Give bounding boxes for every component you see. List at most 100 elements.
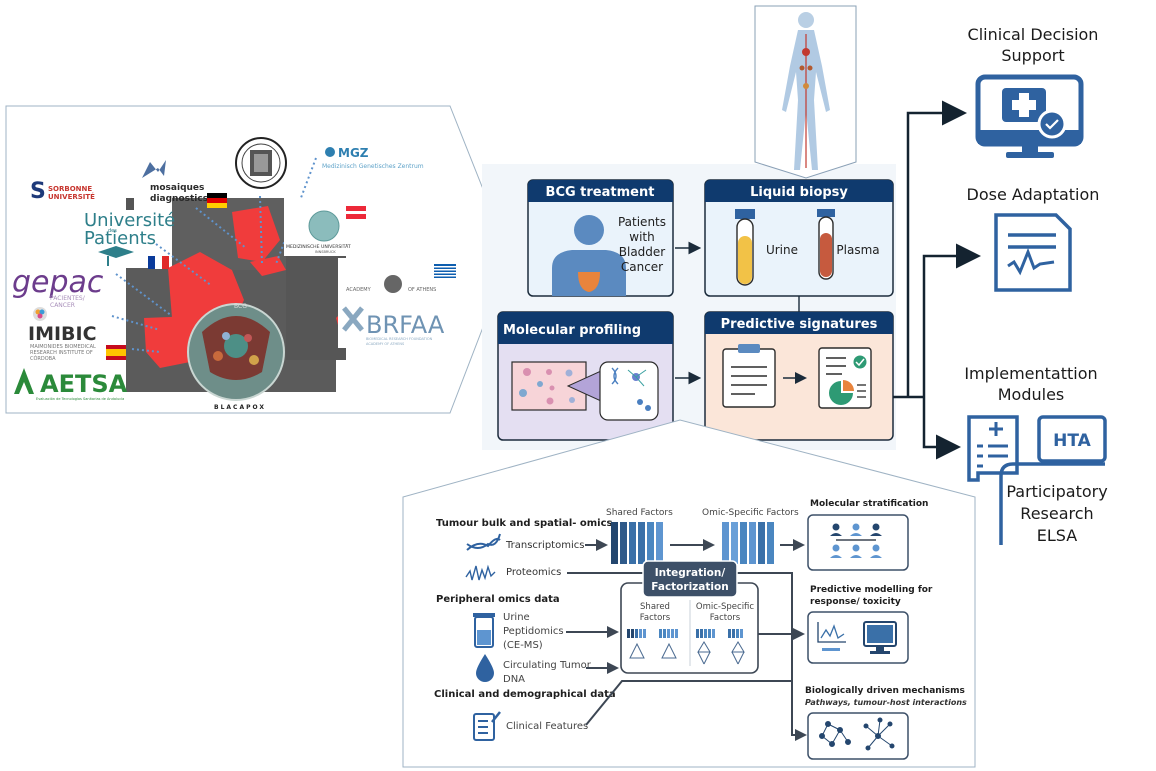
svg-text:Peptidomics: Peptidomics xyxy=(503,626,564,637)
liquid-biopsy-box: Liquid biopsy Urine Plasma xyxy=(704,179,894,297)
svg-text:MGZ: MGZ xyxy=(338,146,369,160)
waveform-icon xyxy=(465,564,496,581)
logo-academy-athens: ACADEMY OF ATHENS xyxy=(338,258,450,348)
cells-icon xyxy=(511,361,659,421)
svg-text:ACADEMY OF ATHENS: ACADEMY OF ATHENS xyxy=(366,342,405,346)
project-label: BLACAPOX xyxy=(214,404,266,411)
svg-text:Evaluación de Tecnologías Sani: Evaluación de Tecnologías Sanitarias de … xyxy=(36,397,124,401)
svg-text:diagnostics: diagnostics xyxy=(150,194,208,204)
svg-text:Dose Adaptation: Dose Adaptation xyxy=(967,185,1100,204)
participatory-bracket xyxy=(999,462,1105,545)
svg-text:Biologically driven mechanisms: Biologically driven mechanisms xyxy=(805,686,965,696)
svg-text:MAIMONIDES BIOMEDICAL: MAIMONIDES BIOMEDICAL xyxy=(30,344,96,350)
svg-text:Shared: Shared xyxy=(640,602,670,612)
logo-aetsa: AETSA Evaluación de Tecnologías Sanitari… xyxy=(14,368,128,401)
plasma-tube-icon xyxy=(817,209,835,280)
predictive-signatures-box: Predictive signatures xyxy=(704,311,894,441)
svg-text:Predictive signatures: Predictive signatures xyxy=(721,317,878,332)
bcg-treatment-box: BCG treatment Patients with Bladder Canc… xyxy=(527,179,674,297)
svg-text:PACIENTES/: PACIENTES/ xyxy=(50,295,86,302)
consortium-panel: BCG BLACAPOX S SORBONNE UNIVERSITÉ mosai… xyxy=(5,105,511,414)
logo-university-seal xyxy=(235,137,287,189)
checklist-form-icon xyxy=(967,415,1019,482)
svg-text:Omic-Specific: Omic-Specific xyxy=(696,602,754,612)
svg-text:mosaiques: mosaiques xyxy=(150,183,204,193)
logo-mosaiques: mosaiques diagnostics xyxy=(142,160,208,204)
svg-text:BRFAA: BRFAA xyxy=(366,311,445,339)
svg-text:Medizinisch Genetisches Zentru: Medizinisch Genetisches Zentrum xyxy=(322,163,424,170)
svg-text:Transcriptomics: Transcriptomics xyxy=(505,540,584,551)
predictive-modelling-box xyxy=(807,611,909,664)
svg-text:Urine: Urine xyxy=(766,243,798,257)
svg-text:Integration/: Integration/ xyxy=(655,567,726,579)
svg-text:Implementattion: Implementattion xyxy=(964,364,1097,383)
flag-france xyxy=(148,256,169,269)
bcg-map-label: BCG xyxy=(234,303,247,310)
svg-text:Support: Support xyxy=(1001,46,1064,65)
svg-text:UNIVERSITÉ: UNIVERSITÉ xyxy=(48,192,95,201)
svg-text:SORBONNE: SORBONNE xyxy=(48,185,92,193)
svg-text:des: des xyxy=(108,228,117,234)
logo-sorbonne: S SORBONNE UNIVERSITÉ xyxy=(30,179,95,204)
svg-text:INNSBRUCK: INNSBRUCK xyxy=(315,250,336,254)
biological-mechanisms-box xyxy=(807,712,909,760)
svg-text:CANCER: CANCER xyxy=(50,302,75,309)
integration-panel: Tumour bulk and spatial- omics Transcrip… xyxy=(402,419,976,768)
inner-network-icons xyxy=(629,641,745,665)
svg-text:IMIBIC: IMIBIC xyxy=(28,323,97,345)
flag-germany xyxy=(207,193,227,208)
svg-text:Proteomics: Proteomics xyxy=(506,567,561,578)
svg-text:ACADEMY: ACADEMY xyxy=(346,287,372,293)
omic-specific-factors-bars xyxy=(722,522,774,564)
svg-text:Shared Factors: Shared Factors xyxy=(606,508,673,518)
tumour-omics-header: Tumour bulk and spatial- omics xyxy=(436,518,613,529)
svg-text:AETSA: AETSA xyxy=(40,370,128,398)
svg-text:Modules: Modules xyxy=(998,385,1065,404)
svg-text:Participatory: Participatory xyxy=(1006,482,1107,501)
dose-adaptation: Dose Adaptation xyxy=(967,185,1100,292)
molecular-stratification-box xyxy=(807,514,909,571)
svg-text:Circulating Tumor: Circulating Tumor xyxy=(503,660,592,671)
svg-text:HTA: HTA xyxy=(1053,431,1092,451)
svg-text:OF ATHENS: OF ATHENS xyxy=(408,287,436,293)
svg-text:Omic-Specific Factors: Omic-Specific Factors xyxy=(702,508,799,518)
urine-cup-icon xyxy=(473,613,495,648)
clinical-decision-support: Clinical Decision Support xyxy=(968,25,1098,158)
flag-spain xyxy=(106,345,126,360)
svg-text:Molecular stratification: Molecular stratification xyxy=(810,499,928,509)
svg-text:BCG treatment: BCG treatment xyxy=(546,185,655,200)
svg-text:Plasma: Plasma xyxy=(836,243,879,257)
svg-text:Bladder: Bladder xyxy=(619,245,666,259)
integration-label-box xyxy=(642,560,738,598)
clinical-data-header: Clinical and demographical data xyxy=(434,689,616,700)
report-chart-icon xyxy=(818,347,872,409)
svg-text:response/ toxicity: response/ toxicity xyxy=(810,597,901,607)
svg-text:(CE-MS): (CE-MS) xyxy=(503,640,543,651)
hta-box: HTA xyxy=(1037,415,1107,463)
patient-icon xyxy=(552,215,626,296)
human-body-illustration xyxy=(754,5,857,179)
svg-text:Université: Université xyxy=(84,210,175,231)
document-waveform-icon xyxy=(994,213,1072,292)
clinical-form-icon xyxy=(473,711,501,741)
flag-austria xyxy=(346,206,366,219)
implementation-modules: Implementattion Modules HTA Participator… xyxy=(964,364,1108,545)
svg-text:Patients: Patients xyxy=(618,215,666,229)
svg-text:Predictive modelling for: Predictive modelling for xyxy=(810,585,933,595)
svg-text:Liquid biopsy: Liquid biopsy xyxy=(750,185,848,200)
svg-text:MEDIZINISCHE UNIVERSITÄT: MEDIZINISCHE UNIVERSITÄT xyxy=(286,243,351,250)
svg-text:BIOMEDICAL RESEARCH FOUNDATION: BIOMEDICAL RESEARCH FOUNDATION xyxy=(366,337,433,341)
logo-universite-patients: Université Patients des xyxy=(84,210,175,266)
blood-drop-icon xyxy=(476,654,494,682)
svg-text:S: S xyxy=(30,179,46,204)
svg-text:ELSA: ELSA xyxy=(1037,526,1077,545)
urine-tube-icon xyxy=(735,209,755,286)
logo-brfaa: BRFAA BIOMEDICAL RESEARCH FOUNDATION ACA… xyxy=(342,306,445,346)
svg-text:Factorization: Factorization xyxy=(651,581,728,593)
svg-text:Clinical Features: Clinical Features xyxy=(506,721,588,732)
svg-text:Urine: Urine xyxy=(503,612,530,623)
svg-text:Patients: Patients xyxy=(84,228,156,249)
germany-region xyxy=(232,206,280,262)
clipboard-icon xyxy=(722,344,776,408)
output-connectors xyxy=(893,100,981,460)
